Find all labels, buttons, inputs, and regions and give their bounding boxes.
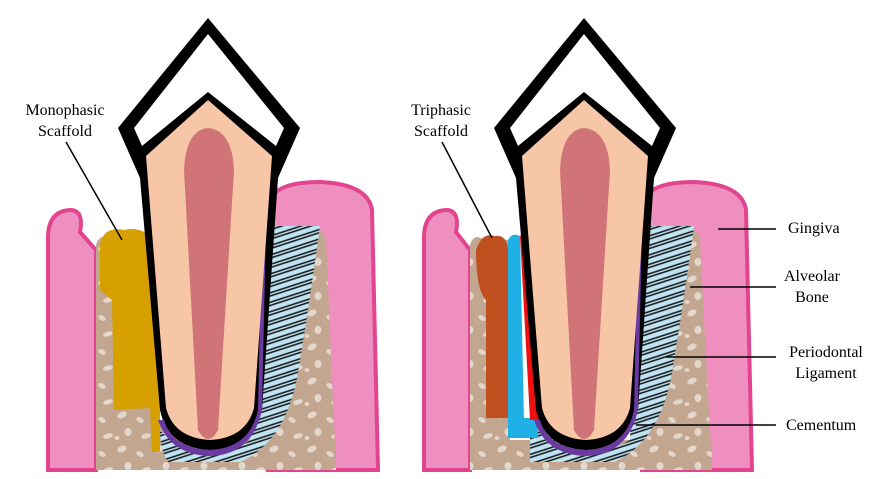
monophasic-label-line2: Scaffold	[12, 121, 118, 142]
triphasic-label-line2: Scaffold	[396, 121, 486, 142]
triphasic-ligament-phase-lower	[508, 418, 538, 438]
periodontal-ligament-label: Periodontal Ligament	[780, 342, 872, 384]
gingiva-label: Gingiva	[788, 218, 840, 239]
triphasic-label: Triphasic Scaffold	[396, 100, 486, 142]
periodontal-label-line2: Ligament	[780, 363, 872, 384]
cementum-label: Cementum	[786, 415, 856, 436]
periodontal-label-line1: Periodontal	[780, 342, 872, 363]
right-gingiva-outer	[424, 210, 470, 470]
left-tooth-diagram	[48, 18, 378, 470]
right-tooth-diagram	[424, 18, 752, 470]
alveolar-label-line2: Bone	[778, 287, 846, 308]
monophasic-label-line1: Monophasic	[12, 100, 118, 121]
monophasic-label: Monophasic Scaffold	[12, 100, 118, 142]
left-gingiva-outer	[48, 210, 96, 470]
alveolar-bone-label: Alveolar Bone	[778, 266, 846, 308]
triphasic-label-line1: Triphasic	[396, 100, 486, 121]
alveolar-label-line1: Alveolar	[778, 266, 846, 287]
